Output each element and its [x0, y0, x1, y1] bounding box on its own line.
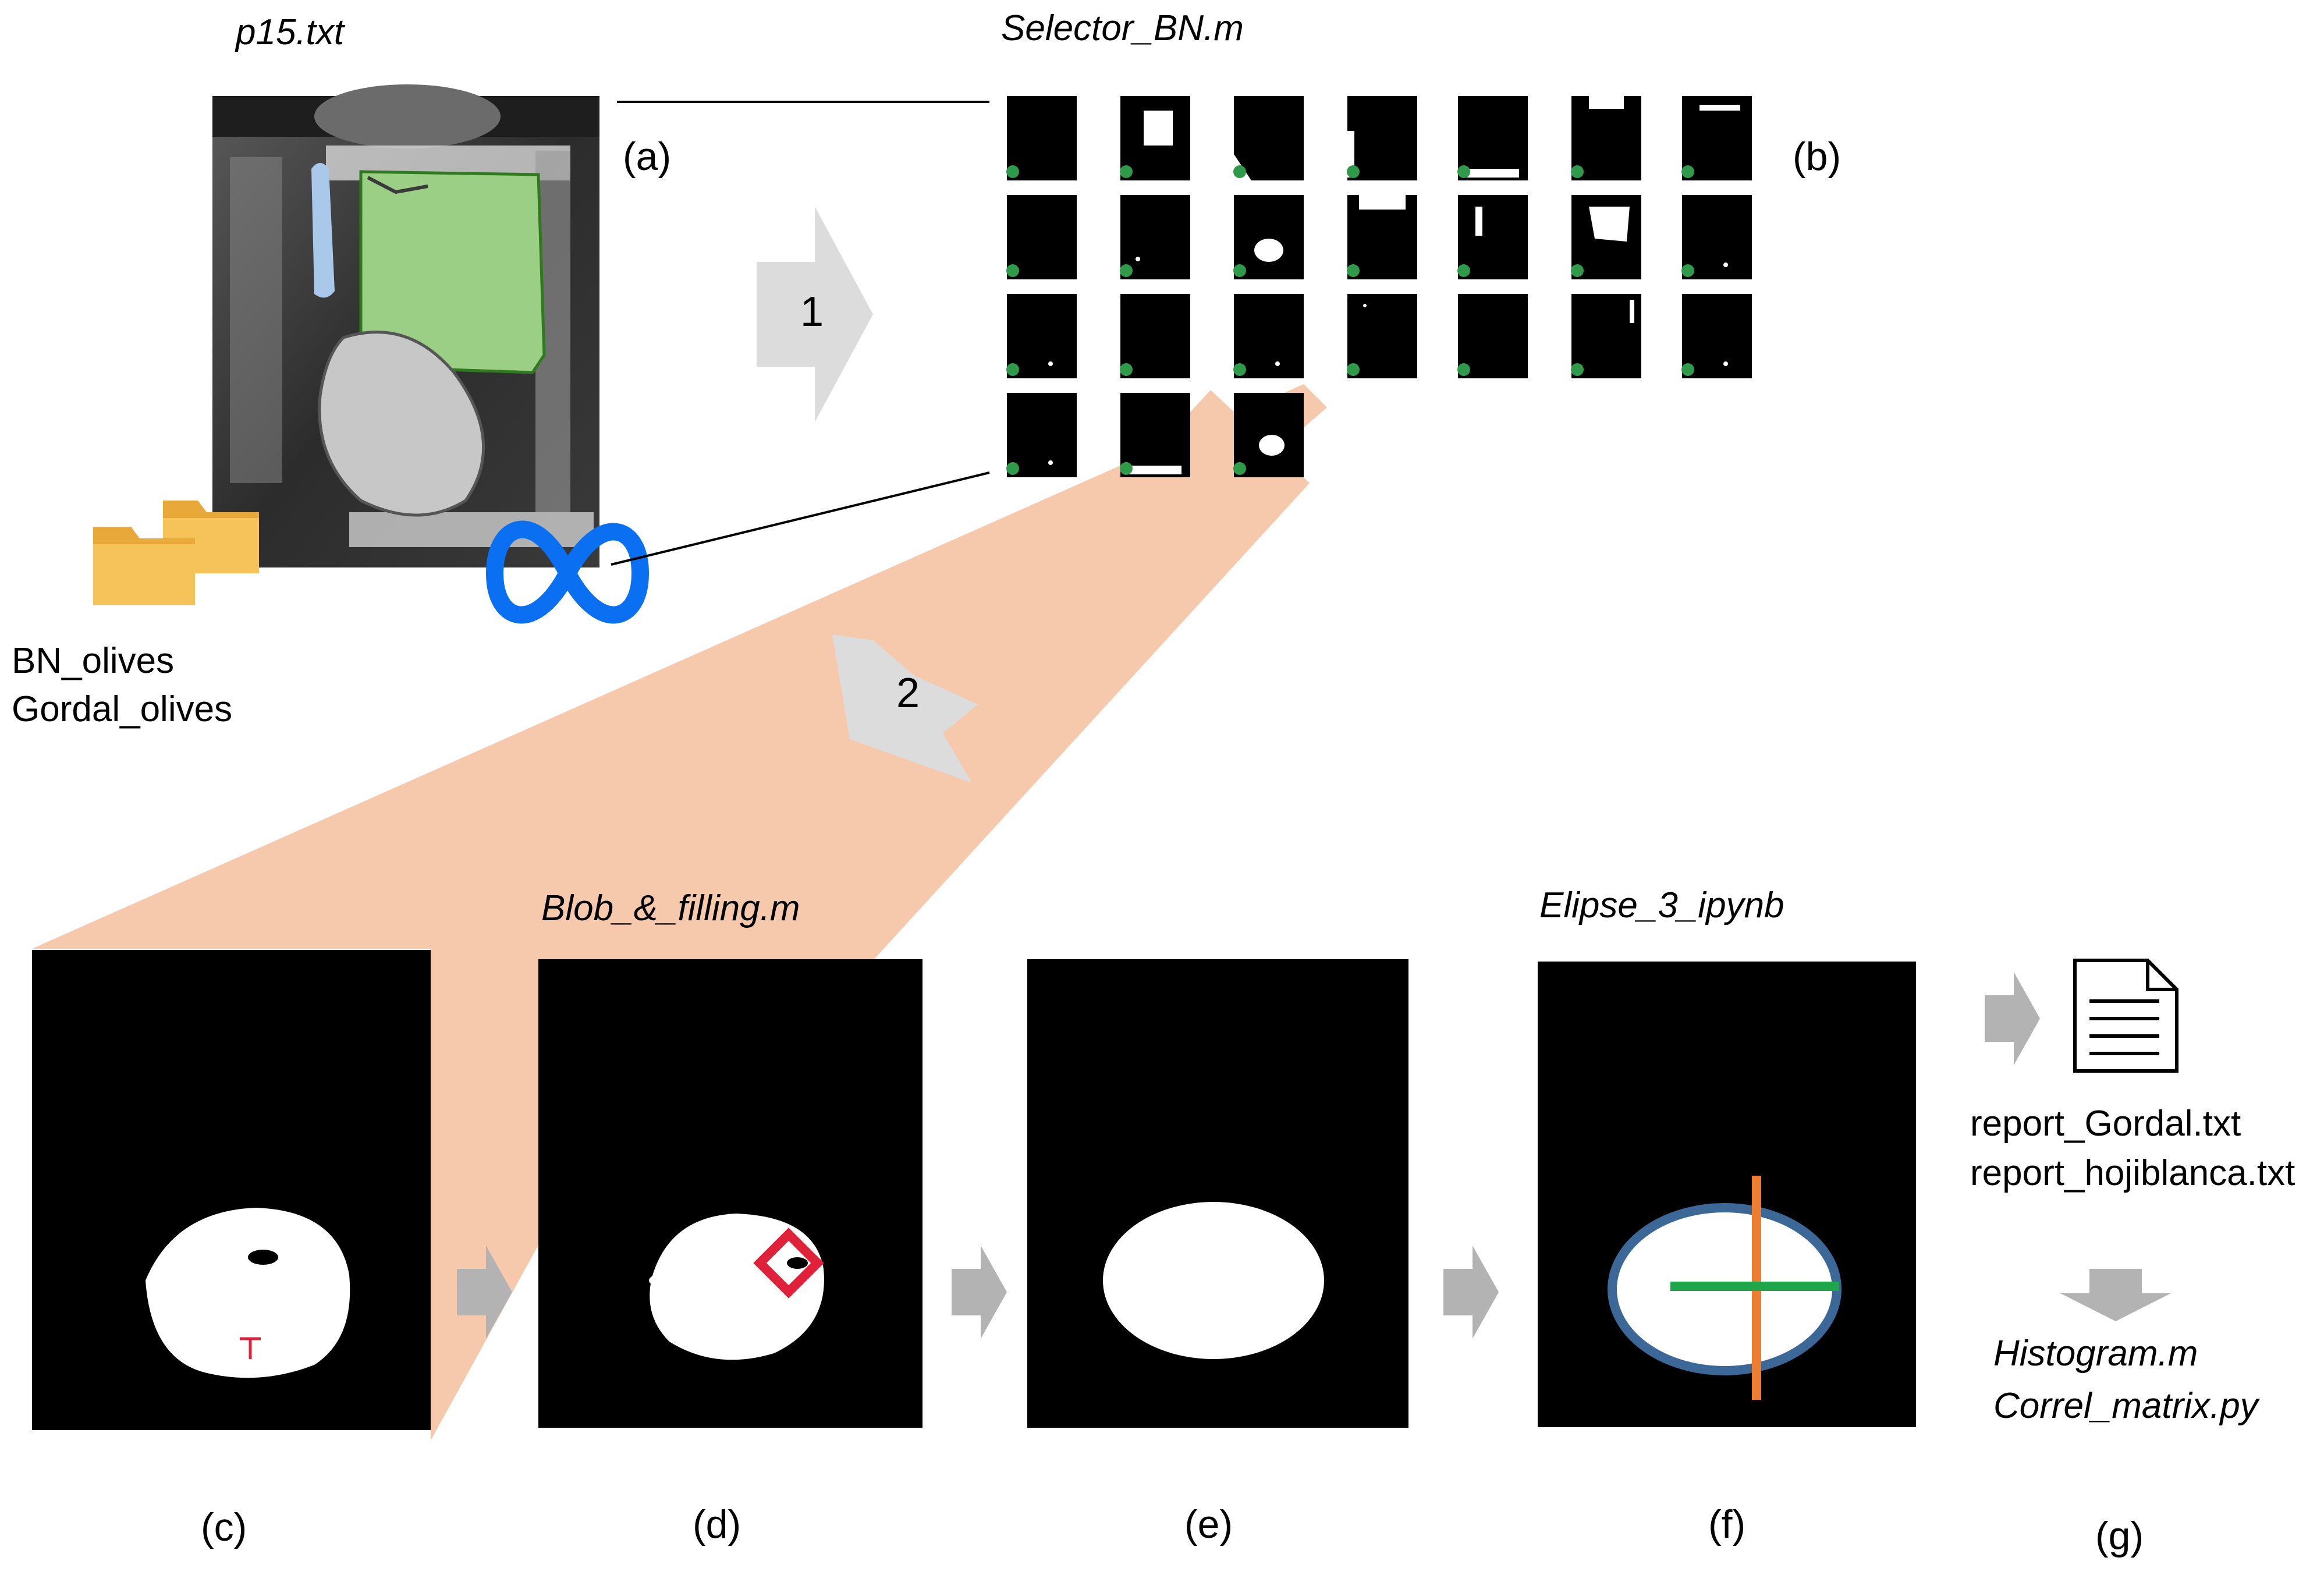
mask-thumbnail: [1571, 294, 1641, 378]
output-correl-matrix: Correl_matrix.py: [1993, 1386, 2258, 1426]
mask-thumbnail: [1120, 294, 1190, 378]
zoom-line-bottom: [611, 471, 990, 566]
mask-thumbnail: [1006, 195, 1077, 279]
report-hojiblanca: report_hojiblanca.txt: [1970, 1153, 2295, 1193]
arrow-d-to-e: [952, 1246, 1007, 1339]
mask-thumbnail: [1120, 96, 1190, 180]
panel-f-image: [1538, 962, 1916, 1427]
panel-label-c: (c): [201, 1505, 247, 1549]
mask-thumbnail: [1233, 195, 1304, 279]
arrow-report-down: [2060, 1269, 2171, 1321]
highlight-band-d: [687, 390, 1310, 960]
arrow-c-to-d: [457, 1246, 512, 1339]
panel-d-image: [538, 959, 922, 1428]
mask-thumbnail: [1457, 195, 1528, 279]
mask-thumbnail: [1457, 294, 1528, 378]
arrow-step-2: [832, 634, 978, 783]
mask-thumbnail: [1233, 96, 1304, 180]
mask-thumbnail: [1347, 96, 1417, 180]
mask-thumbnail: [1571, 195, 1641, 279]
mask-thumbnail: [1006, 96, 1077, 180]
selector-script-title: Selector_BN.m: [1001, 8, 1244, 48]
mask-thumbnail: [1681, 294, 1752, 378]
mask-thumbnail: [1571, 96, 1641, 180]
mask-thumbnail: [1006, 393, 1077, 477]
mask-thumbnail: [1120, 195, 1190, 279]
arrow-step-1: [757, 207, 873, 422]
mask-blue: [311, 163, 335, 298]
blob-script-title: Blob_&_filling.m: [541, 888, 800, 928]
arrow-e-to-f: [1443, 1246, 1499, 1339]
mask-thumbnail: [1120, 393, 1190, 477]
panel-label-b: (b): [1793, 134, 1842, 179]
panel-label-f: (f): [1708, 1502, 1746, 1546]
camera-image: [212, 84, 599, 567]
mask-thumbnail: [1347, 294, 1417, 378]
output-histogram: Histogram.m: [1993, 1333, 2198, 1374]
mask-gray-olive: [318, 331, 485, 517]
document-icon: [2073, 959, 2178, 1073]
folder-label-gordal: Gordal_olives: [12, 689, 233, 729]
panel-label-a: (a): [623, 134, 672, 179]
panel-e-image: [1027, 959, 1408, 1428]
panel-label-d: (d): [693, 1502, 741, 1546]
mask-thumbnail: [1681, 96, 1752, 180]
step-1-label: 1: [800, 289, 824, 335]
report-gordal: report_Gordal.txt: [1970, 1104, 2241, 1144]
input-file-title: p15.txt: [236, 12, 345, 52]
mask-thumbnail: [1347, 195, 1417, 279]
meta-logo-icon: [485, 520, 650, 624]
mask-thumbnail: [1233, 393, 1304, 477]
step-2-label: 2: [896, 670, 920, 716]
folders-icon: [93, 501, 259, 605]
thumbnail-grid: [1006, 96, 1752, 477]
mask-thumbnail: [1681, 195, 1752, 279]
panel-label-e: (e): [1184, 1502, 1233, 1546]
folder-label-bn: BN_olives: [12, 641, 175, 681]
panel-c-image: [32, 950, 431, 1430]
mask-thumbnail: [1233, 294, 1304, 378]
panel-label-g: (g): [2095, 1514, 2144, 1558]
mask-thumbnail: [1457, 96, 1528, 180]
mask-thumbnail: [1006, 294, 1077, 378]
arrow-f-to-g: [1985, 972, 2040, 1065]
ellipse-script-title: Elipse_3_ipynb: [1539, 885, 1784, 925]
